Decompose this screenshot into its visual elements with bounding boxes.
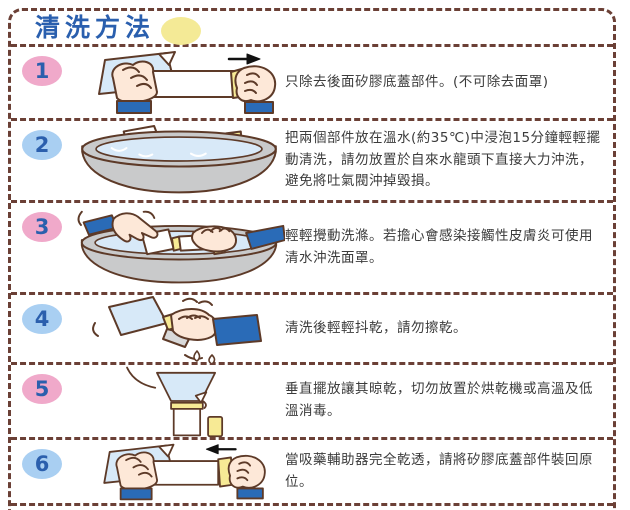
step-row-3: 3 [11,200,613,292]
step-6-text-column: 當吸藥輔助器完全乾透，請將矽膠底蓋部件裝回原位。 [285,440,613,503]
hands-washing-parts-in-basin-illustration [77,210,285,283]
step-1-number-badge: 1 [22,56,62,86]
page-title: 清洗方法 [35,13,156,42]
yellow-ellipse-decoration [161,17,201,45]
step-6-instruction-text: 當吸藥輔助器完全乾透，請將矽膠底蓋部件裝回原位。 [285,451,593,490]
step-row-1: 1 [11,44,613,118]
step-row-6: 6 [11,437,613,503]
step-1-instruction-text: 只除去後面矽膠底蓋部件。(不可除去面罩) [285,73,549,90]
step-2-illustration-column [73,121,285,200]
step-2-number-badge: 2 [22,130,62,160]
step-1-illustration-column [73,47,285,118]
step-3-instruction-text: 輕輕攪動洗滌。若擔心會感染接觸性皮膚炎可使用清水沖洗面罩。 [285,227,593,266]
step-2-instruction-text: 把兩個部件放在溫水(約35℃)中浸泡15分鐘輕輕擺動清洗，請勿放置於自來水龍頭下… [285,130,601,190]
step-6-illustration-column [73,440,285,503]
title-section: 清洗方法 [11,11,613,45]
step-2-badge-column: 2 [11,121,73,200]
step-4-instruction-text: 清洗後輕輕抖乾，請勿擦乾。 [285,319,467,336]
parts-standing-upright-to-dry-illustration [126,366,224,438]
step-4-text-column: 清洗後輕輕抖乾，請勿擦乾。 [285,295,613,362]
next-section-top-edge [11,503,613,510]
step-3-text-column: 輕輕攪動洗滌。若擔心會感染接觸性皮膚炎可使用清水沖洗面罩。 [285,203,613,292]
step-row-2: 2 把兩個部件放在溫水(約35℃)中浸泡 [11,118,613,200]
step-5-instruction-text: 垂直擺放讓其晾乾，切勿放置於烘乾機或高溫及低溫消毒。 [285,381,593,419]
step-4-badge-column: 4 [11,295,73,362]
step-2-text-column: 把兩個部件放在溫水(約35℃)中浸泡15分鐘輕輕擺動清洗，請勿放置於自來水龍頭下… [285,121,613,200]
step-4-number-badge: 4 [22,304,62,334]
step-1-text-column: 只除去後面矽膠底蓋部件。(不可除去面罩) [285,47,613,118]
step-row-5: 5 垂直擺放讓其晾乾，切勿放置於烘乾機或高溫及低溫消毒。 [11,362,613,438]
step-5-number-badge: 5 [22,374,62,404]
hand-shaking-water-off-illustration [92,295,262,363]
step-6-number-badge: 6 [22,449,62,479]
step-5-illustration-column [73,365,285,438]
step-3-number-badge: 3 [22,212,62,242]
step-5-text-column: 垂直擺放讓其晾乾，切勿放置於烘乾機或高溫及低溫消毒。 [285,365,613,437]
step-5-badge-column: 5 [11,365,73,437]
step-6-badge-column: 6 [11,440,73,503]
step-3-badge-column: 3 [11,203,73,292]
step-1-badge-column: 1 [11,47,73,118]
step-row-4: 4 清洗後輕輕抖乾，請勿擦乾。 [11,292,613,363]
parts-soaking-in-basin-illustration [81,124,277,193]
step-3-illustration-column [73,203,285,292]
step-4-illustration-column [73,295,285,363]
hands-reattaching-silicone-cap-illustration [103,443,266,500]
hands-removing-silicone-cap-illustration [98,50,277,114]
dashed-instruction-panel: 清洗方法 1 [8,8,616,510]
